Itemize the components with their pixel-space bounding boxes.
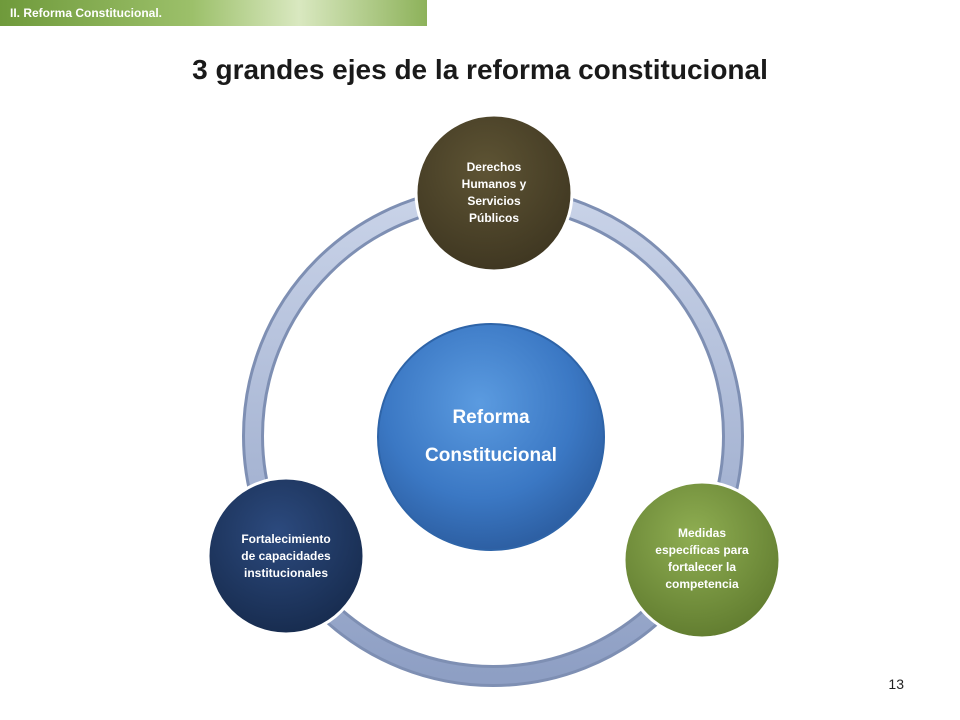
node-label-institutional: Fortalecimiento de capacidades instituci… xyxy=(216,522,356,590)
section-banner: II. Reforma Constitucional. xyxy=(0,0,427,26)
node-rights-line2: Humanos y xyxy=(461,177,527,191)
node-circle-rights xyxy=(414,113,574,273)
center-label-line2: Constitucional xyxy=(425,445,557,466)
node-competition-line3: fortalecer la xyxy=(667,560,737,574)
page-number: 13 xyxy=(888,676,904,692)
node-label-competition: Medidas específicas para fortalecer la c… xyxy=(632,516,772,602)
center-label-line1: Reforma xyxy=(452,407,530,428)
node-circle-institutional xyxy=(206,476,366,636)
center-circle xyxy=(377,323,605,551)
slide-title: 3 grandes ejes de la reforma constitucio… xyxy=(192,54,768,85)
node-institutional-line2: de capacidades xyxy=(241,548,331,563)
center-label: Reforma Constitucional xyxy=(391,390,591,484)
node-competition-line2: específicas para xyxy=(655,543,749,557)
node-institutional-line1: Fortalecimiento xyxy=(241,531,331,546)
node-circle-competition xyxy=(622,480,782,640)
node-institutional-line3: institucionales xyxy=(243,565,329,580)
node-competition-line1: Medidas xyxy=(677,526,726,540)
node-label-rights: Derechos Humanos y Servicios Públicos xyxy=(430,150,558,236)
node-rights-line4: Públicos xyxy=(468,211,519,225)
node-rights-line1: Derechos xyxy=(466,160,522,174)
node-competition-line4: competencia xyxy=(665,577,739,591)
node-rights-line3: Servicios xyxy=(467,194,521,208)
